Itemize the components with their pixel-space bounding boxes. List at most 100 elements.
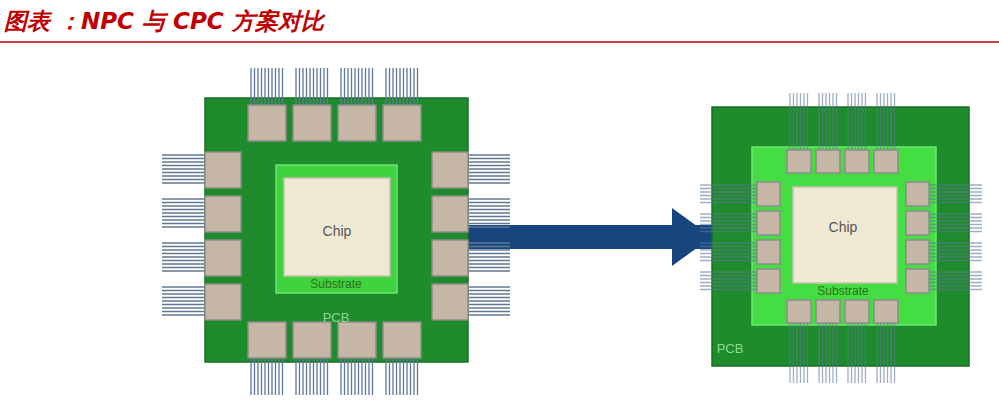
optical-fiber	[268, 358, 269, 395]
optical-fiber	[836, 93, 837, 150]
optical-fiber	[358, 68, 359, 105]
optical-fiber	[700, 231, 757, 232]
optical-fiber	[406, 68, 407, 105]
optical-fiber	[854, 93, 855, 150]
optical-fiber	[929, 271, 982, 272]
optical-fiber	[162, 307, 205, 308]
optical-module	[787, 150, 811, 173]
optical-module	[432, 284, 468, 320]
optical-fiber	[468, 263, 510, 264]
optical-module	[906, 269, 929, 293]
optical-fiber	[890, 323, 891, 383]
optical-fiber	[162, 249, 205, 250]
optical-fiber	[883, 323, 884, 383]
optical-fiber	[347, 358, 348, 395]
optical-fiber	[929, 217, 982, 218]
optical-fiber	[162, 300, 205, 301]
optical-fiber	[468, 182, 510, 183]
optical-fiber	[413, 358, 414, 395]
optical-fiber	[365, 68, 366, 105]
optical-fiber	[162, 260, 205, 261]
optical-module	[248, 105, 286, 141]
optical-fiber	[271, 68, 272, 105]
optical-fiber	[468, 158, 510, 159]
optical-fiber	[468, 304, 510, 305]
optical-fiber	[700, 271, 757, 272]
optical-fiber	[468, 260, 510, 261]
optical-module	[432, 240, 468, 276]
optical-fiber	[800, 93, 801, 150]
optical-fiber	[162, 267, 205, 268]
optical-fiber	[162, 223, 205, 224]
optical-fiber	[858, 323, 859, 383]
optical-fiber	[468, 286, 510, 287]
optical-module	[338, 105, 376, 141]
optical-fiber	[162, 179, 205, 180]
optical-fiber	[929, 224, 982, 225]
flow-arrow	[468, 225, 712, 249]
optical-fiber	[468, 307, 510, 308]
optical-fiber	[275, 68, 276, 105]
substrate-fill	[752, 147, 936, 325]
optical-fiber	[468, 256, 510, 257]
optical-fiber	[344, 358, 345, 395]
optical-module	[757, 211, 780, 235]
optical-fiber	[929, 227, 982, 228]
optical-fiber	[700, 188, 757, 189]
optical-fiber	[822, 323, 823, 383]
optical-fiber	[807, 93, 808, 150]
optical-fiber	[818, 93, 819, 150]
substrate: SubstrateChip	[752, 147, 936, 325]
optical-fiber	[162, 202, 205, 203]
optical-module	[906, 240, 929, 264]
optical-fiber	[700, 242, 757, 243]
optical-fiber	[468, 216, 510, 217]
optical-fiber	[929, 188, 982, 189]
optical-fiber	[929, 220, 982, 221]
optical-fiber	[302, 358, 303, 395]
optical-fiber	[468, 226, 510, 227]
optical-fiber	[389, 358, 390, 395]
optical-fiber	[700, 285, 757, 286]
optical-fiber	[162, 242, 205, 243]
optical-module	[906, 211, 929, 235]
optical-fiber	[162, 161, 205, 162]
optical-fiber	[162, 182, 205, 183]
optical-module	[787, 300, 811, 323]
optical-module	[338, 322, 376, 358]
optical-fiber	[894, 323, 895, 383]
optical-fiber	[162, 304, 205, 305]
optical-module	[293, 322, 331, 358]
optical-fiber	[468, 297, 510, 298]
optical-fiber	[929, 202, 982, 203]
optical-fiber	[372, 358, 373, 395]
optical-fiber	[803, 323, 804, 383]
optical-fiber	[162, 158, 205, 159]
optical-fiber	[468, 165, 510, 166]
optical-fiber	[700, 224, 757, 225]
optical-fiber	[468, 209, 510, 210]
optical-fiber	[700, 195, 757, 196]
optical-fiber	[929, 278, 982, 279]
optical-fiber	[929, 249, 982, 250]
optical-fiber	[832, 93, 833, 150]
optical-fiber	[316, 68, 317, 105]
optical-fiber	[793, 323, 794, 383]
optical-fiber	[468, 198, 510, 199]
optical-fiber	[399, 68, 400, 105]
optical-fiber	[883, 93, 884, 150]
optical-fiber	[410, 68, 411, 105]
optical-fiber	[327, 358, 328, 395]
optical-fiber	[890, 93, 891, 150]
optical-module	[845, 300, 869, 323]
optical-fiber	[264, 68, 265, 105]
optical-fiber	[468, 311, 510, 312]
optical-fiber	[825, 323, 826, 383]
optical-fiber	[354, 358, 355, 395]
optical-module	[432, 196, 468, 232]
optical-fiber	[847, 93, 848, 150]
optical-fiber	[406, 358, 407, 395]
optical-fiber	[162, 216, 205, 217]
optical-fiber	[162, 297, 205, 298]
optical-fiber	[323, 68, 324, 105]
